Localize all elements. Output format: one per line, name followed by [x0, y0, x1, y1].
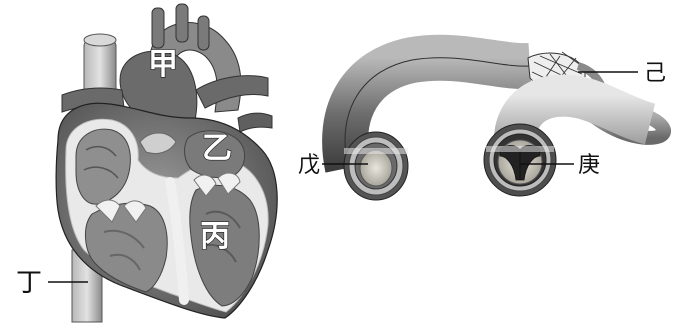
- label-wu: 戊: [298, 153, 320, 178]
- label-yi: 乙: [202, 131, 232, 166]
- vein: [484, 90, 664, 196]
- label-ji: 己: [644, 61, 666, 86]
- vein-cross-section: [484, 124, 556, 196]
- artery-cross-section: [344, 132, 408, 200]
- heart-diagram: 甲 乙 丙 丁: [16, 4, 277, 322]
- label-bing: 丙: [200, 219, 230, 254]
- label-ding: 丁: [16, 268, 42, 298]
- vessel-diagram: 戊 己 庚: [298, 52, 666, 200]
- label-geng: 庚: [578, 153, 600, 178]
- label-jia: 甲: [148, 47, 178, 82]
